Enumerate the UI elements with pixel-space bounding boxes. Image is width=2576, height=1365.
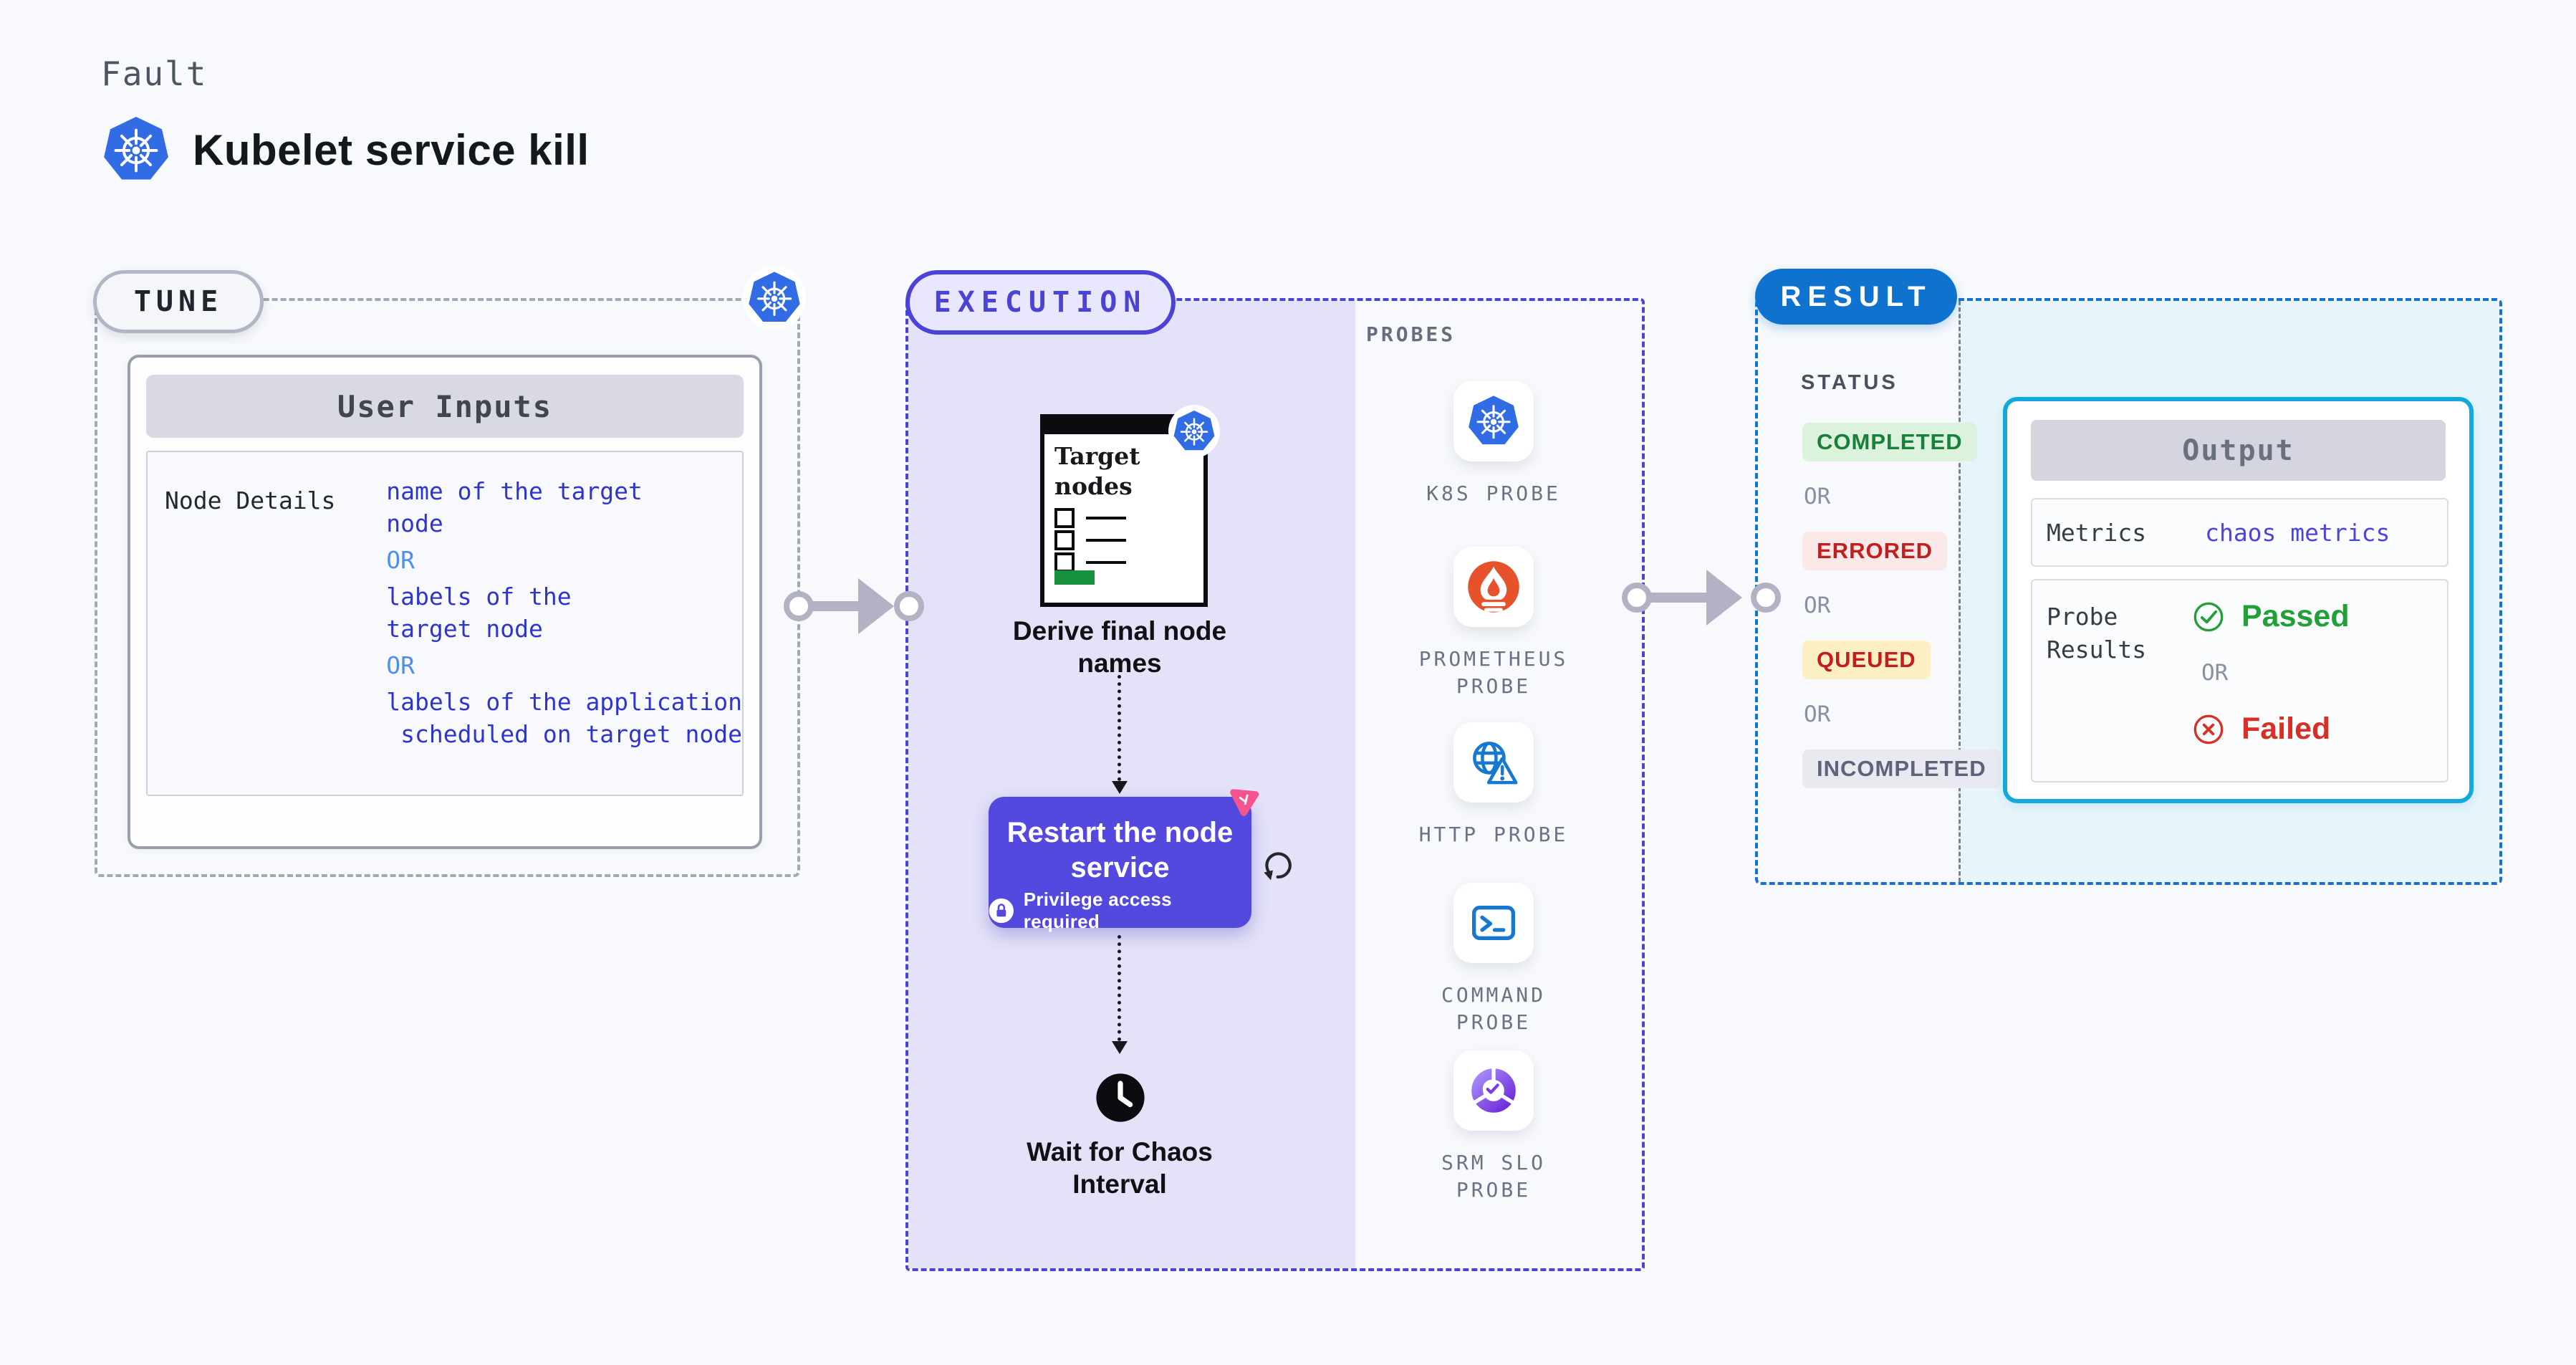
status-badge-queued: QUEUED [1802, 641, 1931, 679]
or-label: OR [386, 546, 415, 574]
node-details-value: name of the target node [386, 477, 643, 537]
probe-item-prometheus: PROMETHEUS PROBE [1386, 547, 1601, 700]
node-details-value: labels of the target node [386, 583, 572, 643]
http-probe-icon [1453, 722, 1534, 803]
output-card: Output Metrics chaos metrics Probe Resul… [2003, 397, 2474, 803]
progress-bar [1054, 570, 1095, 585]
wait-chaos-interval-caption: Wait for Chaos Interval [1027, 1137, 1213, 1199]
status-output-divider [1959, 301, 1961, 882]
node-details-value: labels of the application scheduled on t… [386, 688, 742, 748]
probe-item-k8s: K8S PROBE [1386, 381, 1601, 507]
srm-probe-icon [1453, 1050, 1534, 1131]
status-badge-incompleted: INCOMPLETED [1802, 749, 2001, 788]
checkbox-row [1054, 552, 1126, 573]
status-list: COMPLETED OR ERRORED OR QUEUED OR INCOMPLETED [1802, 423, 2001, 788]
kubernetes-icon [743, 266, 806, 330]
failed-row: Failed [2191, 712, 2350, 747]
status-label: STATUS [1801, 371, 1898, 394]
metrics-row: Metrics chaos metrics [2031, 498, 2448, 567]
chaos-icon [1225, 782, 1264, 821]
failed-label: Failed [2241, 712, 2331, 746]
privilege-note: Privilege access required [989, 889, 1251, 933]
status-badge-errored: ERRORED [1802, 532, 1948, 570]
tune-section [95, 298, 800, 877]
arrow-down-icon [1112, 781, 1128, 794]
metrics-label: Metrics [2047, 518, 2147, 547]
prometheus-probe-icon [1453, 547, 1534, 627]
clock-icon [1092, 1069, 1149, 1126]
lock-icon [989, 898, 1014, 924]
x-circle-icon [2191, 712, 2226, 747]
restart-card-title: Restart the node service [1006, 817, 1234, 883]
probe-item-command: COMMAND PROBE [1386, 883, 1601, 1036]
probe-results-row: Probe Results Passed OR Failed [2031, 579, 2448, 782]
command-probe-icon [1453, 883, 1534, 963]
page-title: Kubelet service kill [193, 125, 590, 174]
fault-kind-label: Fault [101, 54, 208, 93]
output-header: Output [2031, 420, 2446, 481]
checkbox-row [1054, 508, 1126, 528]
result-badge: RESULT [1755, 269, 1957, 325]
or-label: OR [1804, 701, 1831, 727]
privilege-note-label: Privilege access required [1023, 889, 1172, 932]
or-label: OR [2201, 660, 2229, 686]
checkbox-row [1054, 530, 1126, 550]
restart-node-service-card: Restart the node service Privilege acces… [989, 797, 1251, 932]
derive-node-names-caption: Derive final node names [1012, 616, 1227, 678]
k8s-probe-icon [1453, 381, 1534, 461]
probe-item-http: HTTP PROBE [1386, 722, 1601, 848]
metrics-value: chaos metrics [2205, 518, 2390, 547]
passed-row: Passed [2191, 599, 2350, 634]
target-nodes-title: Target nodes [1054, 442, 1140, 500]
status-badge-completed: COMPLETED [1802, 423, 1977, 461]
or-label: OR [1804, 593, 1831, 618]
node-details-label: Node Details [165, 487, 336, 514]
probe-label: HTTP PROBE [1418, 823, 1569, 846]
target-nodes-doc: Target nodes [1040, 430, 1208, 607]
retry-loop-icon [1258, 844, 1301, 887]
kubernetes-icon [1168, 405, 1220, 458]
dotted-connector [1118, 935, 1121, 1041]
or-label: OR [386, 651, 415, 679]
dotted-connector [1118, 675, 1121, 781]
probe-label: SRM SLO PROBE [1441, 1151, 1546, 1202]
check-circle-icon [2191, 600, 2226, 634]
probe-label: PROMETHEUS PROBE [1418, 647, 1569, 698]
page-header: Kubelet service kill [101, 113, 590, 186]
tune-badge: TUNE [93, 270, 264, 333]
or-label: OR [1804, 484, 1831, 509]
probe-label: K8S PROBE [1426, 482, 1561, 505]
probe-results-values: Passed OR Failed [2191, 599, 2350, 747]
passed-label: Passed [2241, 599, 2350, 633]
execution-badge: EXECUTION [905, 270, 1176, 335]
probe-label: COMMAND PROBE [1441, 983, 1546, 1034]
kubernetes-icon [101, 113, 171, 186]
probe-results-label: Probe Results [2047, 603, 2147, 664]
probe-item-srm: SRM SLO PROBE [1386, 1050, 1601, 1204]
probes-column: K8S PROBE PROMETHEUS PROBE HTTP PROBE COMMA… [1386, 0, 1601, 1365]
probes-label: PROBES [1366, 322, 1456, 346]
target-nodes-doc-header [1040, 414, 1181, 433]
arrow-down-icon [1112, 1041, 1128, 1054]
user-inputs-panel: User Inputs Node Details name of the tar… [128, 355, 762, 849]
user-inputs-header: User Inputs [146, 375, 744, 438]
